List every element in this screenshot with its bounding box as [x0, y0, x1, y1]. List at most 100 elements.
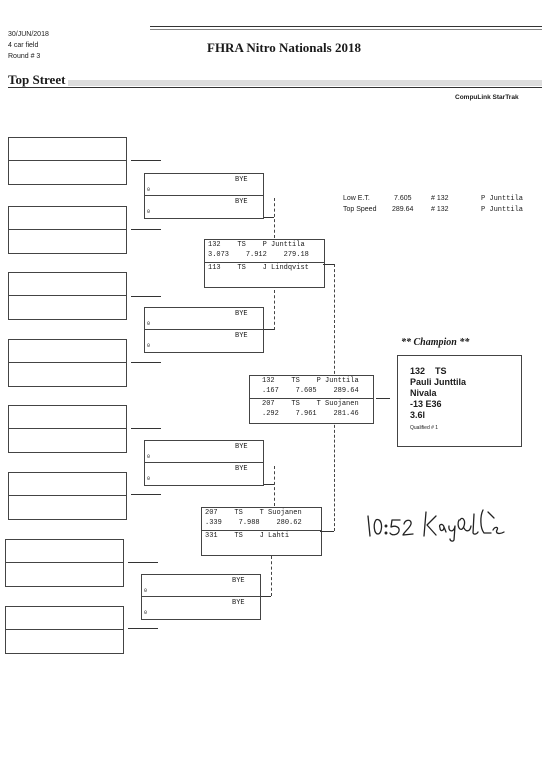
final-bottom-line2: .292 7.961 281.46: [262, 410, 372, 419]
r2-connector-1: [323, 264, 334, 265]
r2-match-1: 132 TS P Junttila 3.073 7.912 279.18 113…: [204, 239, 325, 288]
champion-box: 132 TS Pauli Junttila Nivala -13 E36 3.6…: [397, 355, 522, 447]
driver: T Suojanen: [316, 400, 359, 408]
r1-box-7: [5, 539, 124, 587]
bye-connector-2: [264, 329, 274, 330]
r1-box-2: [8, 206, 127, 254]
driver: T Suojanen: [259, 509, 302, 517]
r2m2-bottom-line1: 331 TS J Lahti: [205, 532, 319, 541]
class: TS: [234, 509, 243, 517]
bye-label: BYE: [235, 332, 248, 340]
bye-box-4: BYE 0 BYE 0: [141, 574, 261, 620]
class: TS: [237, 241, 246, 249]
low-et-car: # 132: [431, 195, 449, 202]
field-size: 4 car field: [8, 42, 39, 49]
low-et-driver: P Junttila: [481, 195, 524, 203]
top-speed-driver: P Junttila: [481, 206, 524, 214]
car-number: 331: [205, 532, 218, 540]
r1-connector-6: [131, 494, 161, 495]
champion-qualified: Qualified # 1: [410, 425, 439, 431]
bye-dash-4: [271, 556, 272, 596]
bye-label: BYE: [235, 443, 248, 451]
lane-zero: 0: [147, 476, 151, 482]
lane-zero: 0: [147, 321, 151, 327]
r1-connector-3: [131, 296, 161, 297]
reaction-time: .167: [262, 387, 279, 395]
bye-dash-2: [274, 290, 275, 330]
r2m1-bottom-line1: 113 TS J Lindqvist: [208, 264, 322, 273]
lane-zero: 0: [144, 610, 148, 616]
class: TS: [237, 264, 246, 272]
r2m1-top-line2: 3.073 7.912 279.18: [208, 251, 322, 260]
bye-label: BYE: [235, 198, 248, 206]
top-speed-value: 289.64: [392, 206, 414, 213]
bye-box-3: BYE 0 BYE 0: [144, 440, 264, 486]
r2-match-2: 207 TS T Suojanen .339 7.988 280.62 331 …: [201, 507, 322, 556]
champion-dial: -13 E36: [410, 399, 442, 409]
r1-box-8: [5, 606, 124, 654]
bye-label: BYE: [235, 465, 248, 473]
champion-name: Pauli Junttila: [410, 377, 467, 387]
event-title: FHRA Nitro Nationals 2018: [207, 40, 361, 55]
class: TS: [291, 400, 300, 408]
bye-box-1: BYE 0 BYE 0: [144, 173, 264, 219]
category-title: Top Street: [8, 72, 66, 87]
champion-town: Nivala: [410, 388, 437, 398]
speed: 281.46: [333, 410, 359, 418]
bye-dash-3: [274, 466, 275, 506]
lane-zero: 0: [144, 588, 148, 594]
speed: 289.64: [333, 387, 359, 395]
champion-heading: ** Champion **: [401, 337, 470, 348]
bye-label: BYE: [235, 310, 248, 318]
r1-connector-7: [128, 562, 158, 563]
lane-zero: 0: [147, 209, 151, 215]
header-rule-top2: [150, 29, 542, 30]
r1-box-1: [8, 137, 127, 185]
car-number: 132: [262, 377, 275, 385]
r1-connector-8: [128, 628, 158, 629]
category-dots: [68, 80, 542, 86]
brand-label: CompuLink StarTrak: [455, 94, 519, 101]
r2-dash-2: [334, 420, 335, 531]
final-top-line2: .167 7.605 289.64: [262, 387, 372, 396]
speed: 280.62: [276, 519, 302, 527]
champion-car-class: 132 TS: [410, 366, 447, 376]
r2-dash-1: [334, 264, 335, 384]
final-top-line1: 132 TS P Junttila: [262, 377, 372, 386]
r1-box-6: [8, 472, 127, 520]
et: 7.912: [245, 251, 267, 259]
champion-extra: 3.6l: [410, 410, 426, 420]
car-number: 113: [208, 264, 221, 272]
bye-connector-1: [264, 217, 274, 218]
r1-connector-5: [131, 428, 161, 429]
round-number: Round # 3: [8, 53, 41, 60]
driver: P Junttila: [316, 377, 359, 385]
final-match: 132 TS P Junttila .167 7.605 289.64 207 …: [249, 375, 374, 424]
car-number: 207: [205, 509, 218, 517]
bye-connector-3: [264, 484, 274, 485]
r1-connector-2: [131, 229, 161, 230]
class: TS: [234, 532, 243, 540]
bye-box-2: BYE 0 BYE 0: [144, 307, 264, 353]
et: 7.961: [295, 410, 317, 418]
reaction-time: .292: [262, 410, 279, 418]
lane-zero: 0: [147, 454, 151, 460]
category-rule: [8, 87, 542, 88]
bye-dash-1: [274, 198, 275, 238]
event-date: 30/JUN/2018: [8, 31, 49, 38]
lane-zero: 0: [147, 187, 151, 193]
r1-box-3: [8, 272, 127, 320]
r1-box-4: [8, 339, 127, 387]
r2-connector-2: [320, 531, 334, 532]
low-et-value: 7.605: [394, 195, 412, 202]
bye-connector-4: [261, 596, 271, 597]
bye-label: BYE: [232, 577, 245, 585]
car-number: 207: [262, 400, 275, 408]
r2m2-top-line1: 207 TS T Suojanen: [205, 509, 319, 518]
bye-label: BYE: [235, 176, 248, 184]
class: TS: [291, 377, 300, 385]
driver: J Lindqvist: [262, 264, 309, 272]
driver: P Junttila: [262, 241, 305, 249]
r2m1-top-line1: 132 TS P Junttila: [208, 241, 322, 250]
r1-box-5: [8, 405, 127, 453]
